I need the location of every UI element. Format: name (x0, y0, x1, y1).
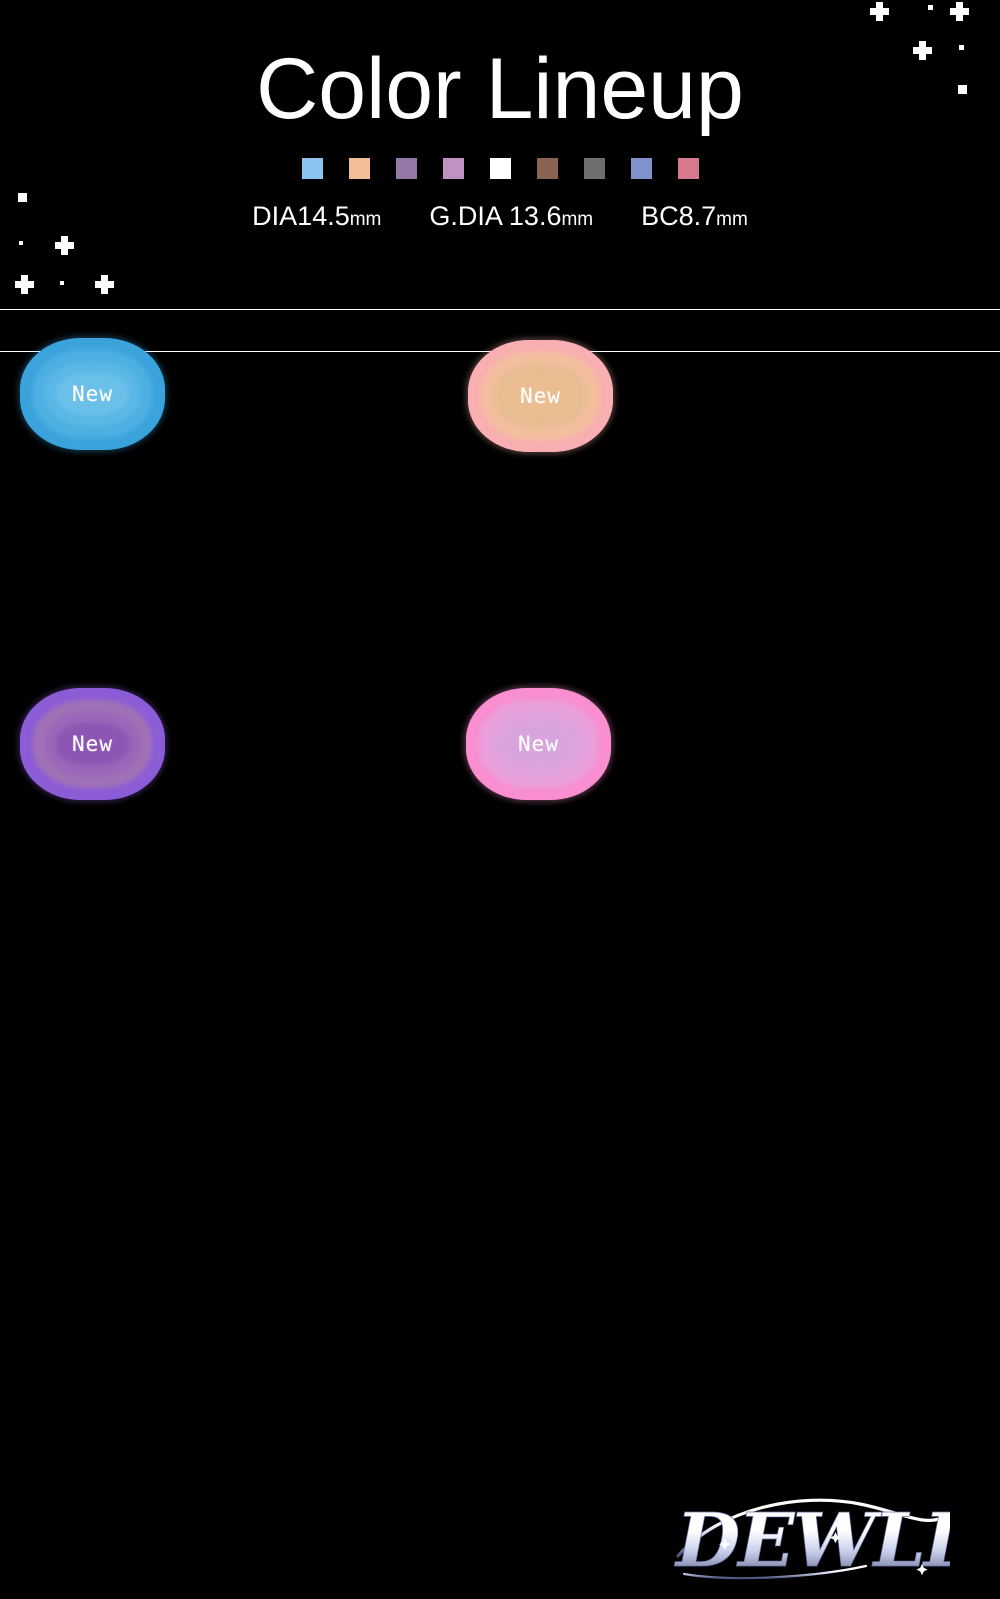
page-title: Color Lineup (256, 41, 744, 137)
peach-lens-ring-core (504, 374, 577, 418)
lens-spec-value: DIA14.5 (252, 201, 350, 231)
lens-spec-item: G.DIA 13.6mm (429, 201, 593, 232)
peach-lens[interactable]: New (468, 340, 613, 452)
logo-swash-top (676, 1498, 944, 1558)
logo-swash-bottom (682, 1564, 868, 1580)
sparkle-plus-icon (55, 236, 74, 255)
purple-lens[interactable]: New (20, 688, 165, 800)
lens-spec-unit: mm (561, 209, 594, 230)
peach-lens-new-badge: New (520, 384, 561, 408)
pink-lens[interactable]: New (466, 688, 611, 800)
logo-sparkle-icon (719, 1532, 928, 1576)
pink-lens-new-badge: New (518, 732, 559, 756)
blue-lens-cell[interactable]: New (20, 338, 190, 488)
sparkle-dot-icon (60, 281, 64, 285)
pink-lens-ring-core (502, 722, 575, 766)
purple-lens-new-badge: New (72, 732, 113, 756)
color-swatch-rose[interactable] (677, 158, 699, 179)
purple-lens-cell[interactable]: New (20, 688, 190, 838)
sparkle-plus-icon (95, 275, 114, 294)
color-swatch-peach[interactable] (348, 158, 370, 179)
peach-lens-cell[interactable]: New (468, 340, 638, 490)
sparkle-dot-icon (19, 241, 23, 245)
blue-lens-ring-core (56, 372, 129, 416)
brand-logo: DEWLIT (660, 1478, 950, 1588)
color-swatch-periwinkle[interactable] (630, 158, 652, 179)
lens-spec-unit: mm (349, 209, 382, 230)
lens-spec-item: BC8.7mm (641, 201, 748, 232)
color-swatch-mauve[interactable] (442, 158, 464, 179)
color-swatch-grey[interactable] (583, 158, 605, 179)
lens-spec-unit: mm (716, 209, 748, 230)
brand-wordmark: DEWLIT (674, 1498, 950, 1584)
color-swatch-brown[interactable] (536, 158, 558, 179)
lens-spec-value: BC8.7 (641, 201, 717, 231)
blue-lens[interactable]: New (20, 338, 165, 450)
divider-line-top (0, 309, 1000, 310)
blue-lens-new-badge: New (72, 382, 113, 406)
color-swatch-sky-blue[interactable] (301, 158, 323, 179)
pink-lens-cell[interactable]: New (466, 688, 636, 838)
color-swatch-row (0, 158, 1000, 179)
color-swatch-plum[interactable] (395, 158, 417, 179)
purple-lens-ring-core (56, 722, 129, 766)
color-swatch-white[interactable] (489, 158, 511, 179)
lens-spec-item: DIA14.5mm (252, 201, 381, 232)
lens-spec-value: G.DIA 13.6 (429, 201, 562, 231)
sparkle-plus-icon (15, 275, 34, 294)
